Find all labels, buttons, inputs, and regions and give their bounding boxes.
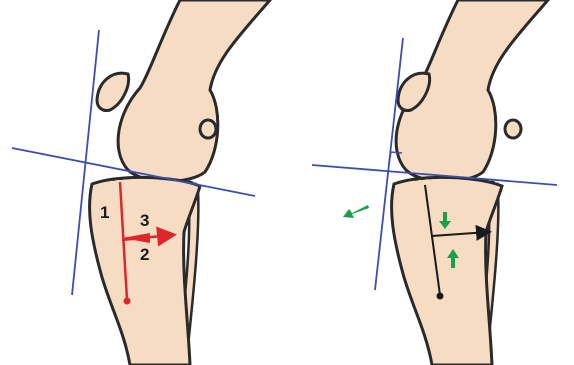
tibia-axis-endpoint	[437, 293, 444, 300]
femur-icon	[118, 0, 270, 182]
label-1: 1	[100, 203, 109, 222]
red-arrow-1-endpoint	[124, 298, 131, 305]
right-panel	[312, 0, 557, 365]
label-2: 2	[140, 245, 149, 264]
tibia-icon	[392, 177, 502, 365]
fabella-icon	[505, 120, 521, 138]
green-arrow-left-icon	[343, 205, 369, 218]
fabella-icon	[200, 120, 216, 138]
left-panel: 1 2 3	[12, 0, 270, 365]
patella-icon	[97, 73, 129, 110]
label-3: 3	[140, 211, 149, 230]
